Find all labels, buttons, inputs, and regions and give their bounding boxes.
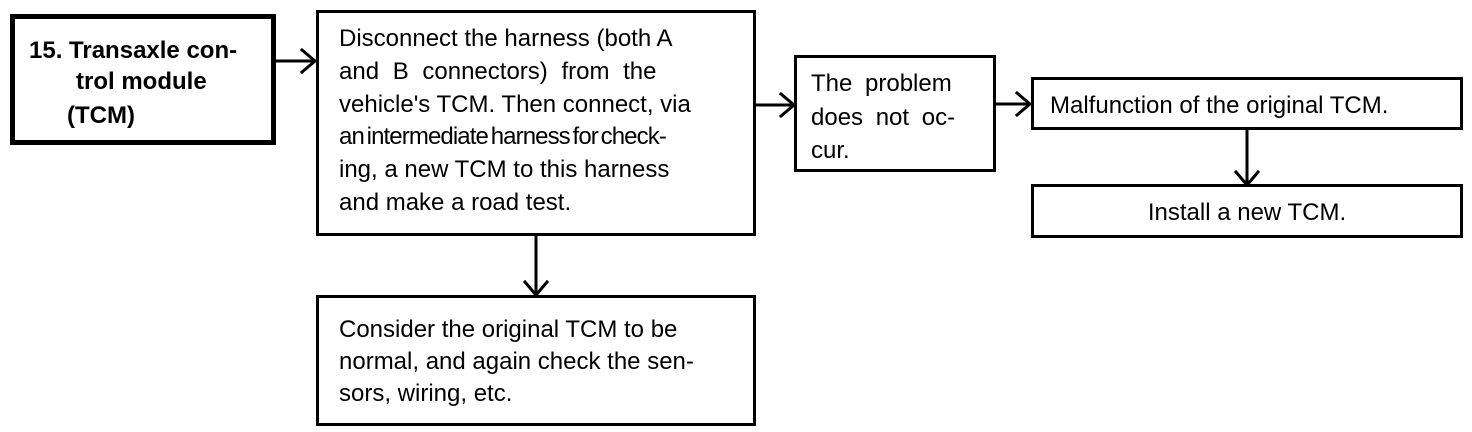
outcome-line-2: does not oc- (811, 104, 956, 131)
instruction-line-3: vehicle's TCM. Then connect, via (339, 91, 691, 118)
malfunction-text: Malfunction of the original TCM. (1050, 92, 1389, 119)
outcome-line-3: cur. (811, 137, 850, 164)
instruction-line-5: ing, a new TCM to this harness (339, 156, 670, 183)
malfunction-box: Malfunction of the original TCM. (1031, 77, 1463, 130)
outcome-box: The problem does not oc- cur. (794, 55, 996, 172)
arrow-outcome-to-malfunction (994, 90, 1033, 118)
step-line-2: trol module (76, 68, 207, 95)
instruction-line-6: and make a road test. (339, 189, 572, 216)
arrow-step-to-instruction (274, 47, 318, 75)
consider-line-2: normal, and again check the sen- (339, 348, 694, 375)
consider-line-1: Consider the original TCM to be (339, 316, 678, 343)
arrow-malfunction-to-install (1233, 128, 1261, 188)
step-line-1: 15. Transaxle con- (29, 37, 238, 64)
instruction-box: Disconnect the harness (both A and B con… (316, 10, 756, 236)
install-text: Install a new TCM. (1147, 199, 1347, 226)
step-box: 15. Transaxle con- trol module (TCM) (10, 14, 276, 145)
arrow-instruction-to-outcome (754, 91, 797, 119)
arrow-instruction-to-consider (522, 234, 550, 298)
instruction-line-2: and B connectors) from the (339, 58, 657, 85)
step-line-3: (TCM) (67, 102, 135, 129)
outcome-line-1: The problem (811, 70, 952, 97)
instruction-line-4: an intermediate harness for check- (339, 123, 667, 150)
consider-line-3: sors, wiring, etc. (339, 380, 513, 407)
install-box: Install a new TCM. (1031, 184, 1463, 238)
instruction-line-1: Disconnect the harness (both A (339, 25, 673, 52)
consider-box: Consider the original TCM to be normal, … (316, 295, 756, 426)
